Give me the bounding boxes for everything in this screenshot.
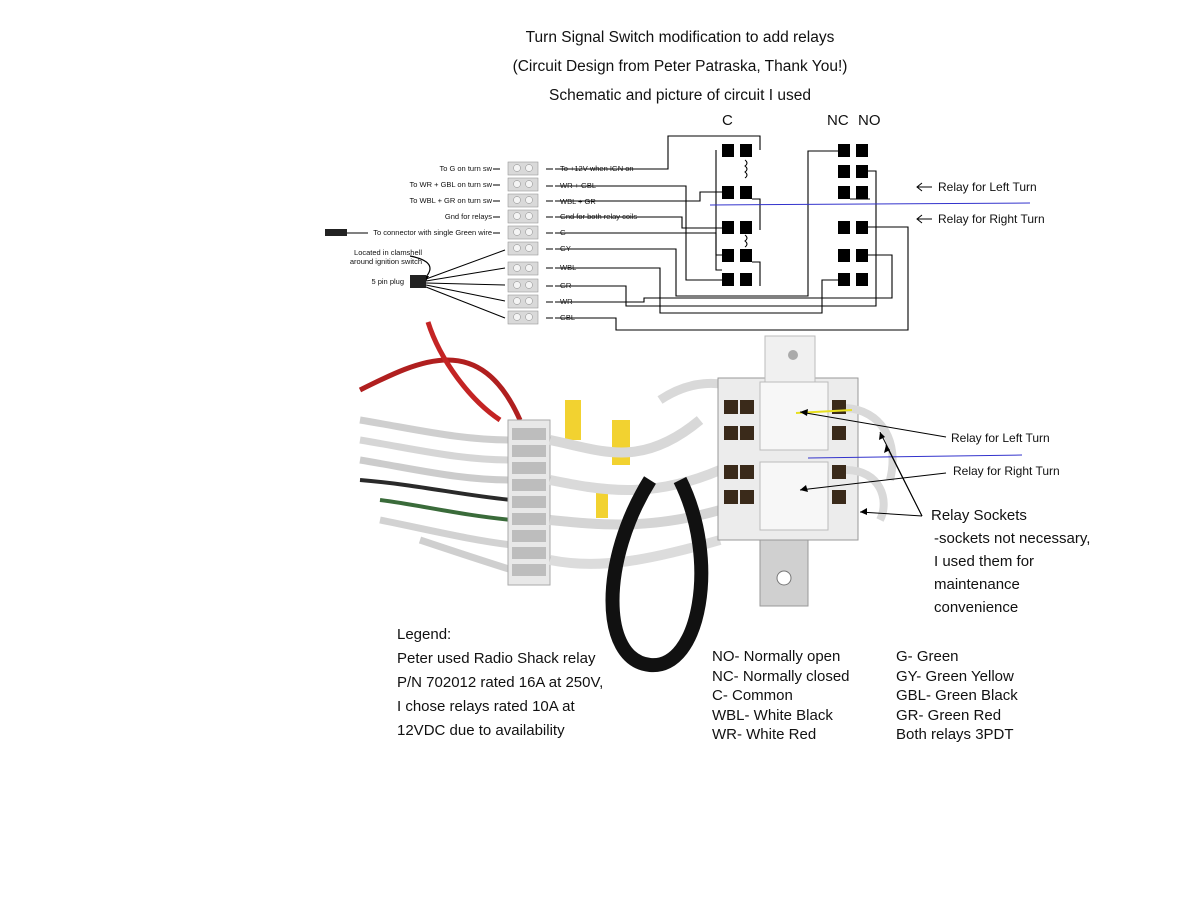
relay-divider-line: [709, 202, 1031, 206]
five-pin-plug: [410, 275, 426, 288]
relay-contacts-c: [722, 144, 752, 286]
abbr-item: WBL- White Black: [712, 706, 833, 724]
legend-line: I chose relays rated 10A at: [397, 698, 575, 715]
clamshell-note-1: Located in clamshell: [354, 248, 422, 257]
right-label-12v: To +12V when IGN on: [560, 164, 634, 173]
left-label-g: To G on turn sw: [439, 164, 492, 173]
photo-relay-left-label: Relay for Left Turn: [951, 431, 1050, 445]
legend-line: Peter used Radio Shack relay: [397, 650, 596, 667]
photo-relay-right-label: Relay for Right Turn: [953, 464, 1060, 478]
abbr-item: Both relays 3PDT: [896, 726, 1014, 743]
sockets-line-2: -sockets not necessary,: [934, 530, 1091, 547]
right-label-gnd: Gnd for both relay coils: [560, 212, 638, 221]
right-label-wr-gbl: WR + GBL: [560, 181, 597, 190]
title-line-2: (Circuit Design from Peter Patraska, Tha…: [512, 58, 848, 75]
abbr-item: WR- White Red: [712, 726, 817, 743]
abbr-item: C- Common: [712, 687, 793, 704]
header-no: NO: [858, 112, 881, 129]
abbr-item: GBL- Green Black: [896, 687, 1018, 704]
coil-symbols: [744, 159, 748, 248]
right-label-wbl-gr: WBL + GR: [560, 197, 596, 206]
right-label-wbl: WBL: [560, 263, 577, 272]
right-label-wr: WR: [560, 297, 573, 306]
right-label-gy: GY: [560, 244, 571, 253]
terminal-strip: [507, 161, 539, 325]
left-label-gnd: Gnd for relays: [444, 212, 492, 221]
header-c: C: [722, 112, 733, 129]
wiring: [555, 135, 909, 331]
header-nc: NC: [827, 112, 849, 129]
abbr-item: GR- Green Red: [896, 706, 1002, 724]
abbreviations-column-1: NO- Normally open NC- Normally closed C-…: [712, 647, 850, 745]
right-label-gr: GR: [560, 281, 572, 290]
title-line-1: Turn Signal Switch modification to add r…: [525, 29, 835, 46]
abbr-item: GY- Green Yellow: [896, 667, 1014, 685]
right-label-g: G: [560, 228, 566, 237]
schematic-relay-left-label: Relay for Left Turn: [938, 180, 1037, 194]
left-label-wr-gbl: To WR + GBL on turn sw: [409, 180, 492, 189]
abbr-item: G- Green: [896, 648, 959, 665]
sockets-line-3: I used them for: [934, 553, 1035, 570]
sockets-line-5: convenience: [934, 599, 1019, 616]
left-label-connector: To connector with single Green wire: [373, 228, 492, 237]
legend-line: Legend:: [397, 626, 452, 643]
right-label-gbl: GBL: [560, 313, 576, 322]
sockets-line-1: Relay Sockets: [931, 507, 1027, 524]
abbr-item: NC- Normally closed: [712, 667, 850, 685]
plug-label: 5 pin plug: [371, 277, 404, 286]
sockets-line-4: maintenance: [934, 576, 1020, 593]
circuit-photo: [358, 321, 897, 673]
abbreviations-column-2: G- Green GY- Green Yellow GBL- Green Bla…: [896, 647, 1018, 745]
title-line-3: Schematic and picture of circuit I used: [549, 87, 811, 104]
legend-block: Legend: Peter used Radio Shack relay P/N…: [397, 623, 603, 743]
legend-line: P/N 702012 rated 16A at 250V,: [397, 674, 604, 691]
schematic-relay-right-label: Relay for Right Turn: [938, 212, 1045, 226]
left-label-wbl-gr: To WBL + GR on turn sw: [409, 196, 492, 205]
green-wire-connector: [325, 229, 347, 236]
abbr-item: NO- Normally open: [712, 648, 841, 665]
relay-contacts-nc-no: [838, 144, 868, 286]
legend-line: 12VDC due to availability: [397, 722, 565, 739]
clamshell-note-2: around ignition switch: [349, 257, 422, 266]
